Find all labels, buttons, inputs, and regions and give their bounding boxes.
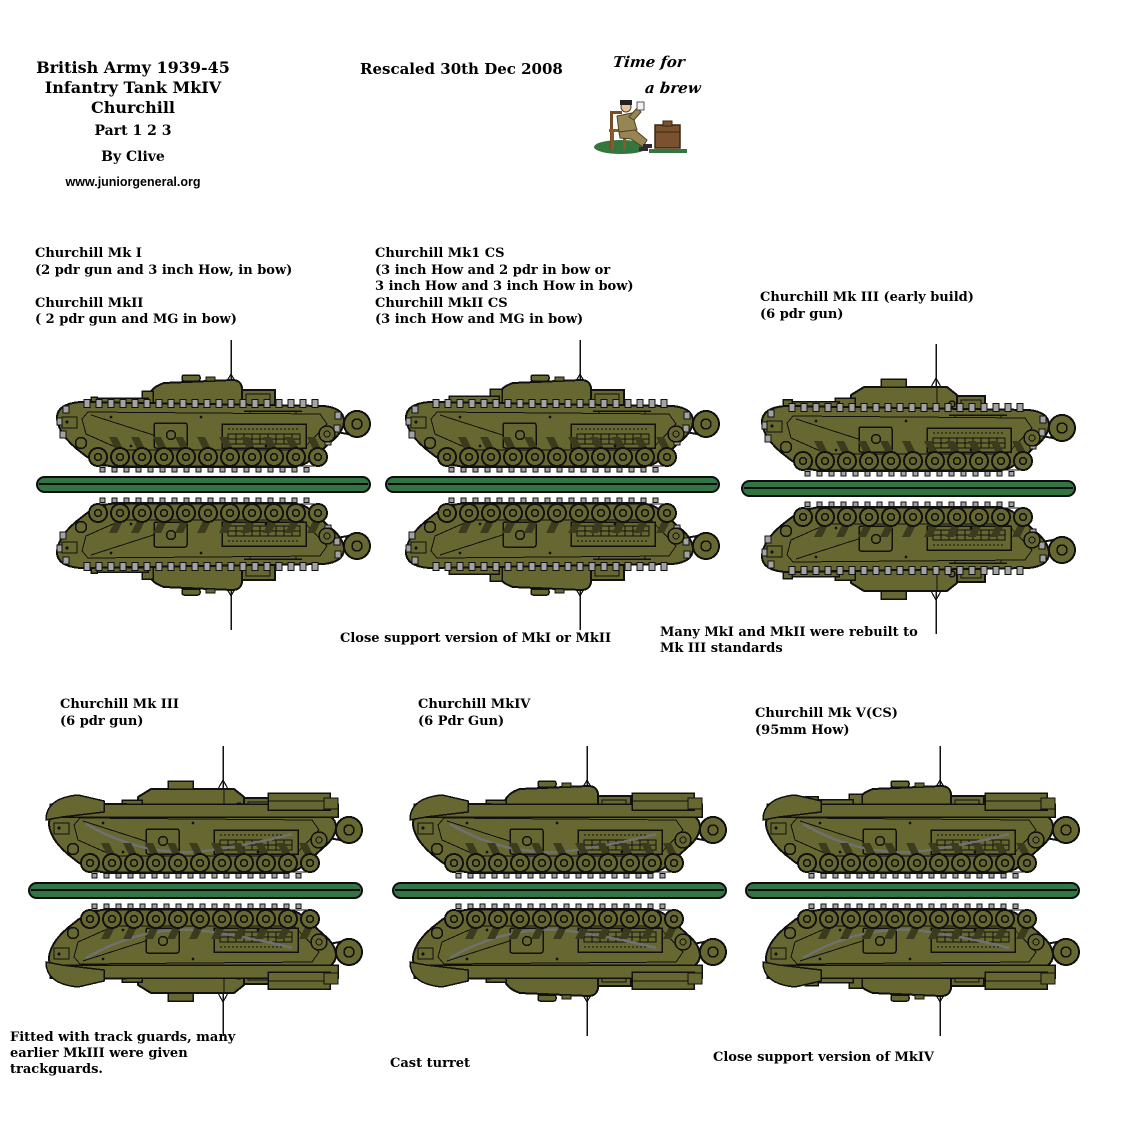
tank-illustration-bottom <box>745 902 1085 1038</box>
note-close-support-mk1: Close support version of MkI or MkII <box>340 631 612 646</box>
base-strip <box>36 476 371 493</box>
note-track-guards: Fitted with track guards, many earlier M… <box>10 1030 236 1077</box>
page-title-line1: British Army 1939-45 <box>36 58 230 77</box>
tank-pair-mk1 <box>36 338 376 632</box>
tank-illustration-top <box>385 338 725 474</box>
unit-label-mk4: Churchill MkIV (6 Pdr Gun) <box>418 697 531 729</box>
unit-label-mk1cs: Churchill Mk1 CS (3 inch How and 2 pdr i… <box>375 246 634 327</box>
unit-label-mk3: Churchill Mk III (6 pdr gun) <box>60 697 179 729</box>
note-rebuilt-mk3: Many MkI and MkII were rebuilt to Mk III… <box>660 625 918 656</box>
tank-illustration-bottom <box>392 902 732 1038</box>
rescaled-date: Rescaled 30th Dec 2008 <box>360 60 563 78</box>
page-title-line3: Churchill <box>90 98 176 117</box>
tank-illustration-bottom <box>741 500 1081 636</box>
part-number: Part 1 2 3 <box>94 123 172 139</box>
website-url: www.juniorgeneral.org <box>65 175 201 189</box>
base-strip <box>385 476 720 493</box>
tank-illustration-top <box>741 342 1081 478</box>
unit-label-mk5cs: Churchill Mk V(CS) (95mm How) <box>755 706 898 738</box>
tank-illustration-bottom <box>28 902 368 1038</box>
tank-pair-mk5cs <box>745 744 1085 1038</box>
note-cast-turret: Cast turret <box>390 1056 471 1071</box>
tank-pair-mk3early <box>741 342 1081 636</box>
note-close-support-mk4: Close support version of MkIV <box>713 1050 935 1065</box>
base-strip <box>28 882 363 899</box>
tank-pair-mk3 <box>28 744 368 1038</box>
unit-label-mk1-mk2: Churchill Mk I (2 pdr gun and 3 inch How… <box>35 246 293 327</box>
unit-label-mk3-early: Churchill Mk III (early build) (6 pdr gu… <box>760 290 974 322</box>
tank-illustration-top <box>36 338 376 474</box>
tank-illustration-top <box>392 744 732 880</box>
base-strip <box>741 480 1076 497</box>
byline: By Clive <box>101 149 165 165</box>
tank-pair-mk4 <box>392 744 732 1038</box>
tank-illustration-top <box>745 744 1085 880</box>
base-strip <box>392 882 727 899</box>
tank-pair-mk1cs <box>385 338 725 632</box>
tank-illustration-top <box>28 744 368 880</box>
page-title-line2: Infantry Tank MkIV <box>44 78 222 97</box>
base-strip <box>745 882 1080 899</box>
brew-caption-line1: Time for <box>612 53 686 71</box>
tea-break-illustration <box>593 92 689 154</box>
tank-illustration-bottom <box>385 496 725 632</box>
tank-illustration-bottom <box>36 496 376 632</box>
